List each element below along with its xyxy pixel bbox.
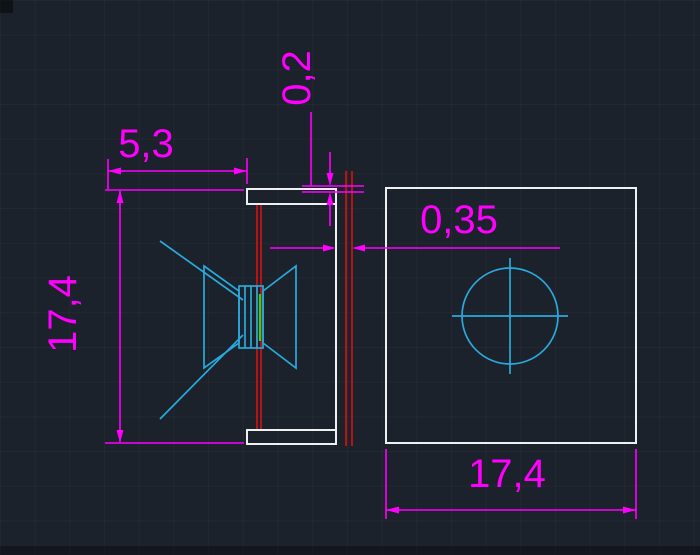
dim-text-top-width: 5,3 xyxy=(118,122,174,166)
front-view[interactable] xyxy=(385,187,637,444)
dim-text-side-height: 17,4 xyxy=(41,275,85,353)
gasket-lines[interactable] xyxy=(256,171,353,446)
arrowhead-up xyxy=(326,192,334,205)
dimension-top-thickness[interactable]: 0,2 xyxy=(275,50,364,226)
speaker-symbol[interactable] xyxy=(159,240,297,420)
viewport-bottom-edge xyxy=(0,546,700,555)
arrowhead-down xyxy=(326,173,334,186)
side-view-section[interactable] xyxy=(159,171,353,446)
dim-lines-face-width xyxy=(385,449,637,519)
dimension-face-width[interactable]: 17,4 xyxy=(385,449,637,519)
dim-lines-top-thickness xyxy=(302,112,364,226)
side-view-outline xyxy=(246,188,337,445)
dim-text-face-width: 17,4 xyxy=(468,452,546,496)
arrowhead-right xyxy=(234,167,247,175)
dimension-top-width[interactable]: 5,3 xyxy=(107,122,248,189)
front-panel-outline xyxy=(385,187,637,444)
dimension-side-height[interactable]: 17,4 xyxy=(41,189,244,444)
cone-right-trapezoid xyxy=(262,264,297,370)
dim-text-top-thickness: 0,2 xyxy=(275,50,319,106)
arrowhead-gap-left xyxy=(323,244,336,252)
cone-flare-top-line xyxy=(159,240,244,301)
arrowhead-face-right xyxy=(623,506,636,514)
dim-text-face-gap: 0,35 xyxy=(420,198,498,242)
cone-flare-bottom-line xyxy=(159,334,244,420)
viewport-corner-patch xyxy=(0,0,13,13)
dim-lines-side-height xyxy=(105,189,244,444)
arrowhead-face-left xyxy=(386,506,399,514)
arrowhead-left xyxy=(108,167,121,175)
arrowhead-top xyxy=(116,190,124,203)
arrowhead-gap-right xyxy=(352,244,365,252)
cone-left-trapezoid xyxy=(203,264,240,370)
arrowhead-bottom xyxy=(116,430,124,443)
dimension-face-gap[interactable]: 0,35 xyxy=(270,198,560,252)
